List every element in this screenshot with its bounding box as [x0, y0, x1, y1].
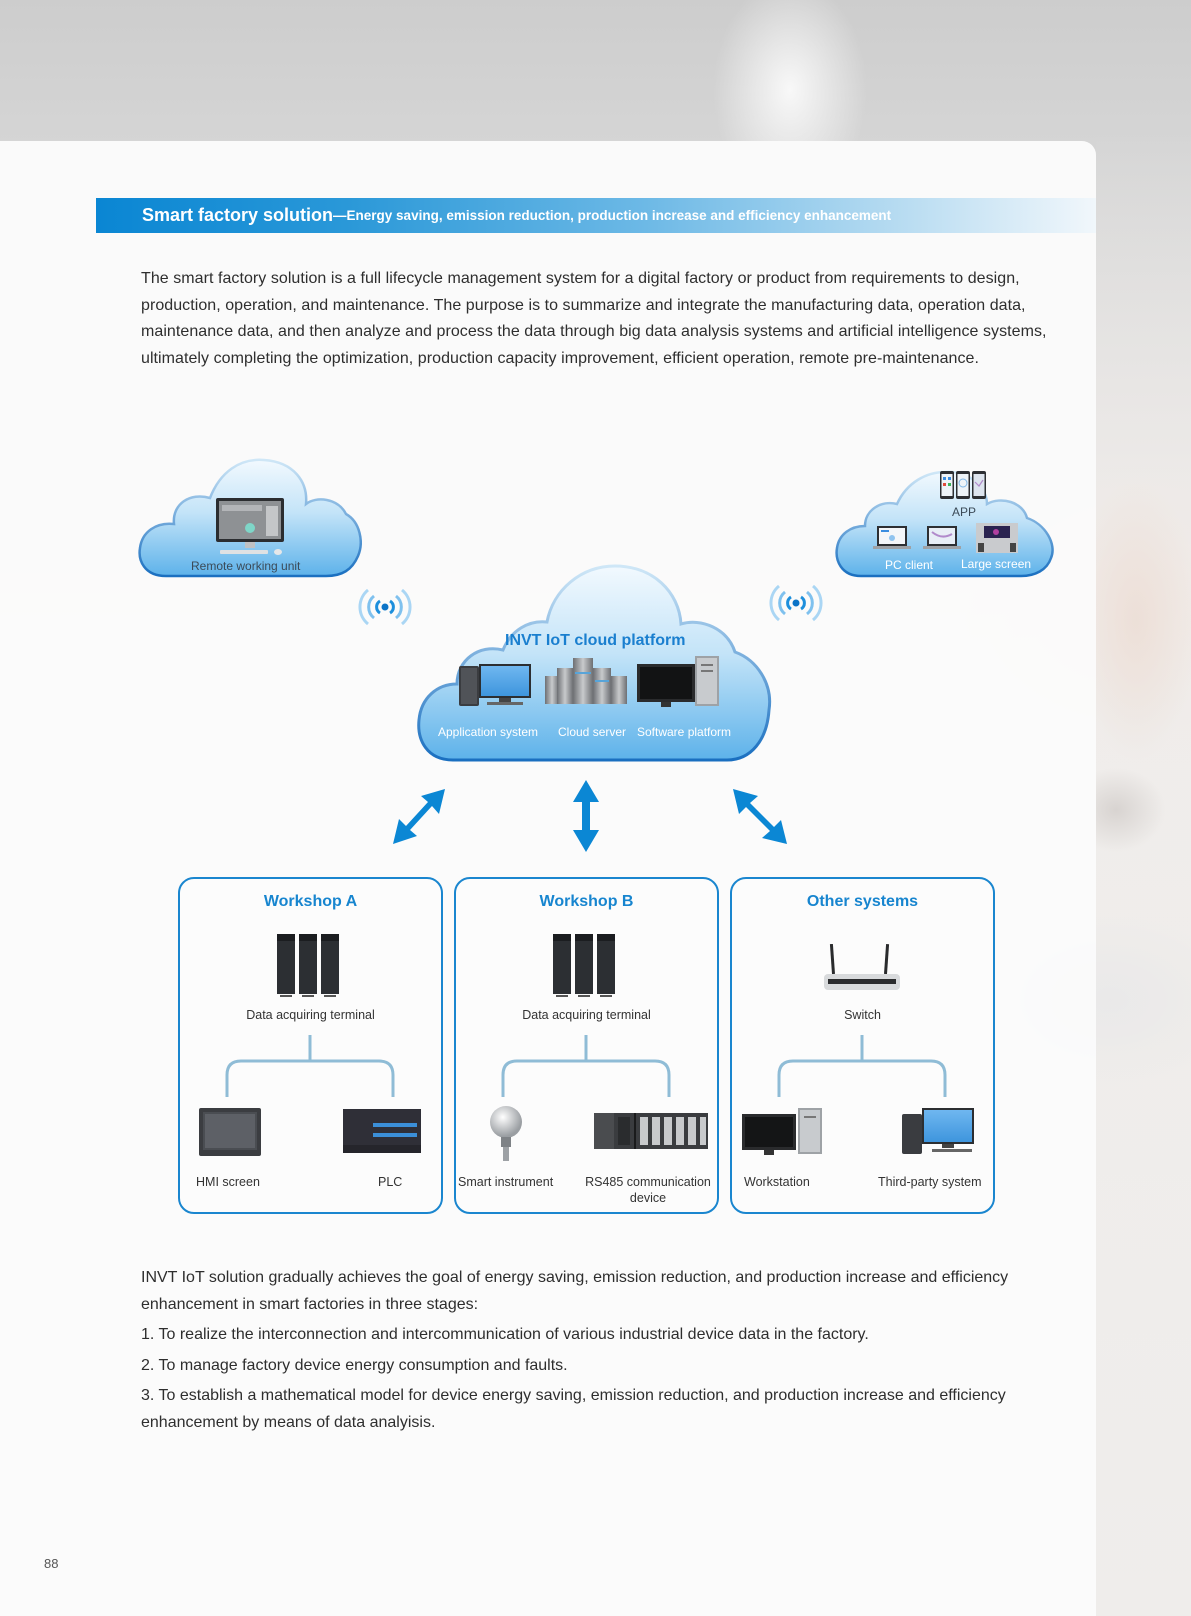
platform-title: INVT IoT cloud platform [505, 632, 686, 649]
hub-label: Data acquiring terminal [246, 1008, 375, 1022]
client-cloud: APP PC client Large screen [835, 452, 1055, 580]
leaf-label: Smart instrument [458, 1175, 554, 1189]
platform-item-label: Cloud server [558, 725, 627, 739]
desktop-monitor-icon [216, 498, 284, 555]
router-switch-icon [824, 944, 900, 990]
workstation-icon [742, 1108, 822, 1155]
tree-connector [501, 1035, 671, 1097]
large-screen-icon [976, 523, 1018, 553]
app-label: APP [952, 505, 977, 519]
bidirectional-arrow-icon [393, 789, 445, 844]
bidirectional-arrow-icon [573, 780, 599, 852]
bidirectional-arrow-icon [733, 789, 787, 844]
background-photo-strip [1096, 0, 1191, 1616]
tree-connector [225, 1035, 395, 1097]
leaf-label: Third-party system [878, 1175, 982, 1189]
laptop-icon [873, 526, 961, 549]
hub-label: Data acquiring terminal [522, 1008, 651, 1022]
section-title: Smart factory solution [142, 205, 334, 225]
intro-paragraph: The smart factory solution is a full lif… [141, 270, 1047, 367]
remote-working-unit-cloud: Remote working unit [138, 452, 362, 580]
workshop-title: Workshop B [539, 893, 634, 910]
stage-item: 3. To establish a mathematical model for… [141, 1387, 1006, 1431]
stage-item: 1. To realize the interconnection and in… [141, 1326, 869, 1343]
server-cluster-icon [545, 658, 627, 704]
stage-item: 2. To manage factory device energy consu… [141, 1356, 568, 1374]
data-terminal-icon [277, 934, 339, 997]
rs485-module-icon [594, 1113, 708, 1149]
other-systems-box: Other systems Switch Workstation Third-p… [730, 877, 995, 1214]
remote-working-unit-label: Remote working unit [191, 559, 301, 573]
smart-instrument-icon [490, 1106, 522, 1161]
workshop-b-box: Workshop B Data acquiring terminal Smart… [454, 877, 719, 1214]
page-number: 88 [44, 1556, 59, 1571]
pc-client-label: PC client [885, 558, 934, 572]
stages-section: INVT IoT solution gradually achieves the… [141, 1265, 1061, 1436]
wireless-signal-icon [769, 584, 823, 622]
workshop-a-box: Workshop A Data acquiring terminal HMI s… [178, 877, 443, 1214]
workstation-icon [637, 656, 719, 707]
platform-item-label: Application system [438, 725, 539, 739]
section-title-bar: Smart factory solution—Energy saving, em… [96, 198, 1096, 233]
plc-icon [343, 1109, 421, 1153]
smartphone-icon [940, 471, 986, 499]
leaf-label: RS485 communication device [585, 1175, 711, 1205]
leaf-label: Workstation [744, 1175, 810, 1189]
tree-connector [777, 1035, 947, 1097]
hmi-screen-icon [199, 1108, 261, 1156]
leaf-label: PLC [378, 1175, 403, 1189]
leaf-label: HMI screen [196, 1175, 260, 1189]
section-subtitle: —Energy saving, emission reduction, prod… [333, 208, 892, 223]
desktop-pc-icon [459, 664, 531, 706]
stages-intro: INVT IoT solution gradually achieves the… [141, 1269, 1009, 1313]
platform-item-label: Software platform [637, 725, 732, 739]
desktop-pc-icon [902, 1108, 974, 1154]
iot-cloud-platform: INVT IoT cloud platform Application syst… [417, 560, 773, 766]
data-terminal-icon [553, 934, 615, 997]
hub-label: Switch [844, 1008, 881, 1022]
workshop-title: Other systems [806, 893, 919, 910]
wireless-signal-icon [358, 588, 412, 626]
cloud-shape-icon [417, 564, 772, 762]
large-screen-label: Large screen [961, 557, 1032, 571]
workshop-title: Workshop A [263, 893, 358, 910]
